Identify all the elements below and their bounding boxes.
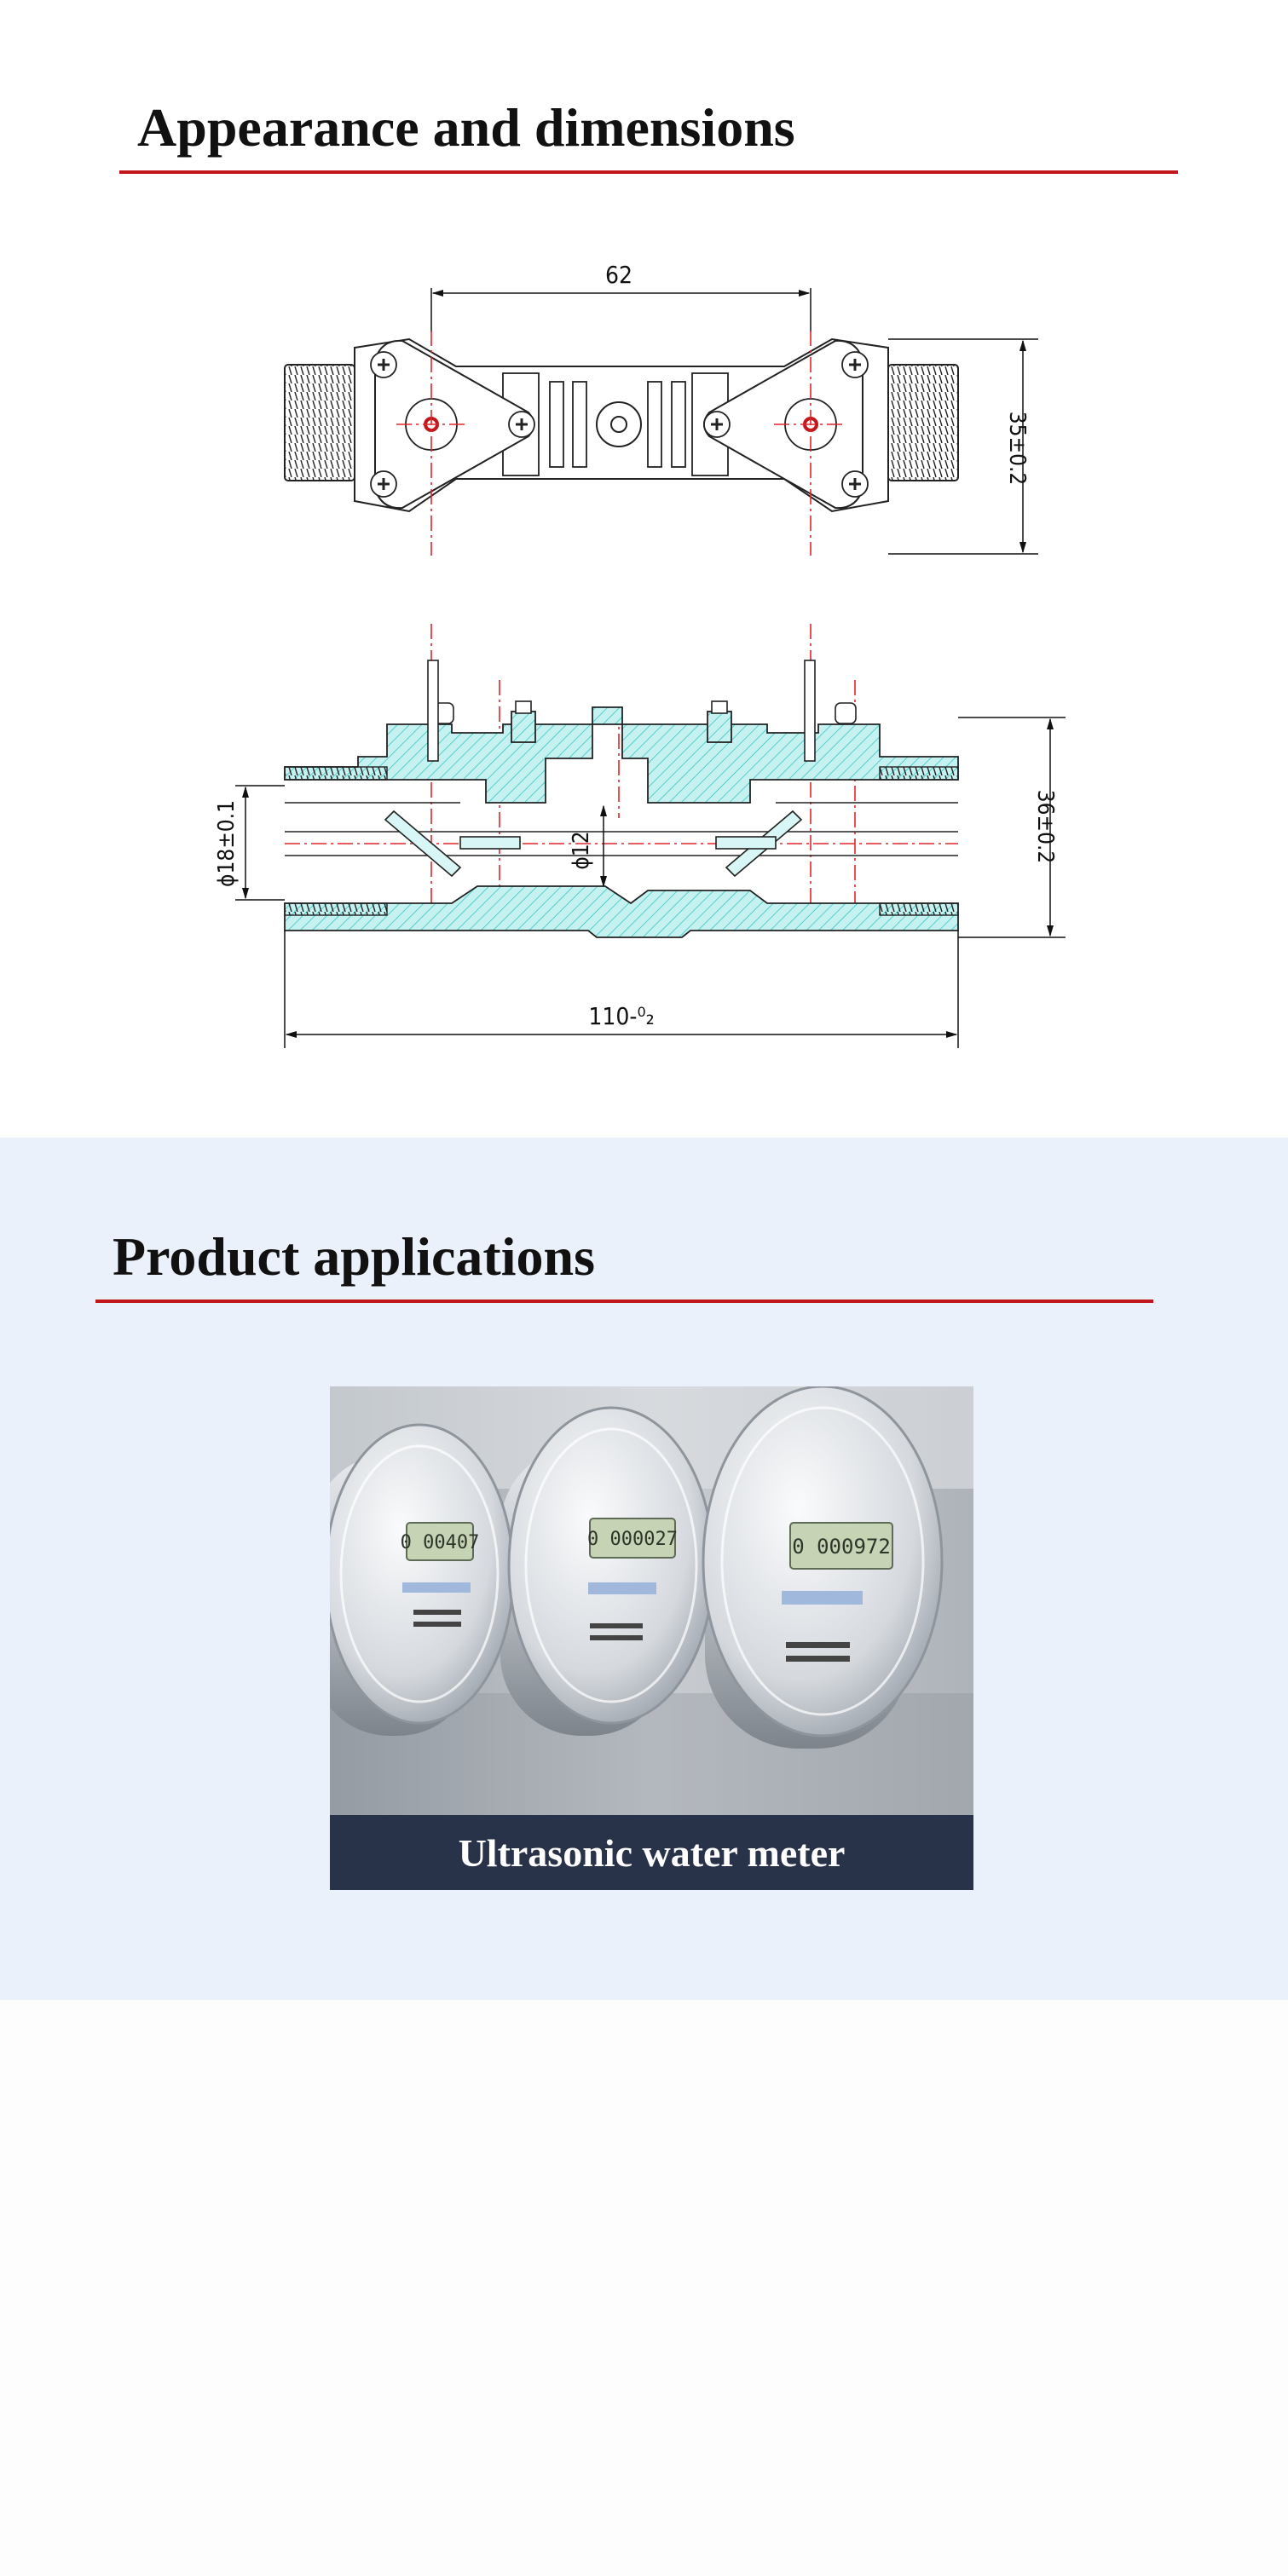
application-card[interactable]: 0 00407 0 000027 xyxy=(330,1386,973,1890)
appearance-section: Appearance and dimensions 62 xyxy=(0,0,1288,1138)
caption-bar: Ultrasonic water meter xyxy=(330,1815,973,1890)
section-title: Appearance and dimensions xyxy=(137,97,795,158)
side-view: ϕ12 ϕ18±0.1 36±0.2 110-⁰₂ xyxy=(214,624,1066,1048)
dimension-62: 62 xyxy=(605,261,632,289)
svg-text:0 000027: 0 000027 xyxy=(587,1529,678,1550)
blank-footer-area xyxy=(0,2000,1288,2576)
svg-text:0 00407: 0 00407 xyxy=(401,1532,480,1553)
dimension-36: 36±0.2 xyxy=(1032,790,1058,864)
dimension-phi18: ϕ18±0.1 xyxy=(214,800,240,887)
svg-text:0 000972: 0 000972 xyxy=(792,1535,891,1559)
meter-3: 0 000972 xyxy=(702,1386,944,1738)
title-underline xyxy=(119,170,1178,174)
water-meter-photo: 0 00407 0 000027 xyxy=(330,1386,973,1815)
meter-1: 0 00407 xyxy=(330,1423,515,1725)
meter-2: 0 000027 xyxy=(507,1406,715,1725)
title-underline xyxy=(95,1300,1153,1303)
dimension-110: 110-⁰₂ xyxy=(588,1002,654,1030)
application-caption: Ultrasonic water meter xyxy=(458,1830,846,1875)
dimension-drawing: 62 xyxy=(214,261,1066,1048)
dimension-35: 35±0.2 xyxy=(1004,412,1030,486)
dimension-phi12: ϕ12 xyxy=(569,831,594,869)
applications-section: Product applications xyxy=(0,1138,1288,2000)
top-view: 62 xyxy=(284,261,1038,556)
section-title: Product applications xyxy=(113,1226,595,1287)
